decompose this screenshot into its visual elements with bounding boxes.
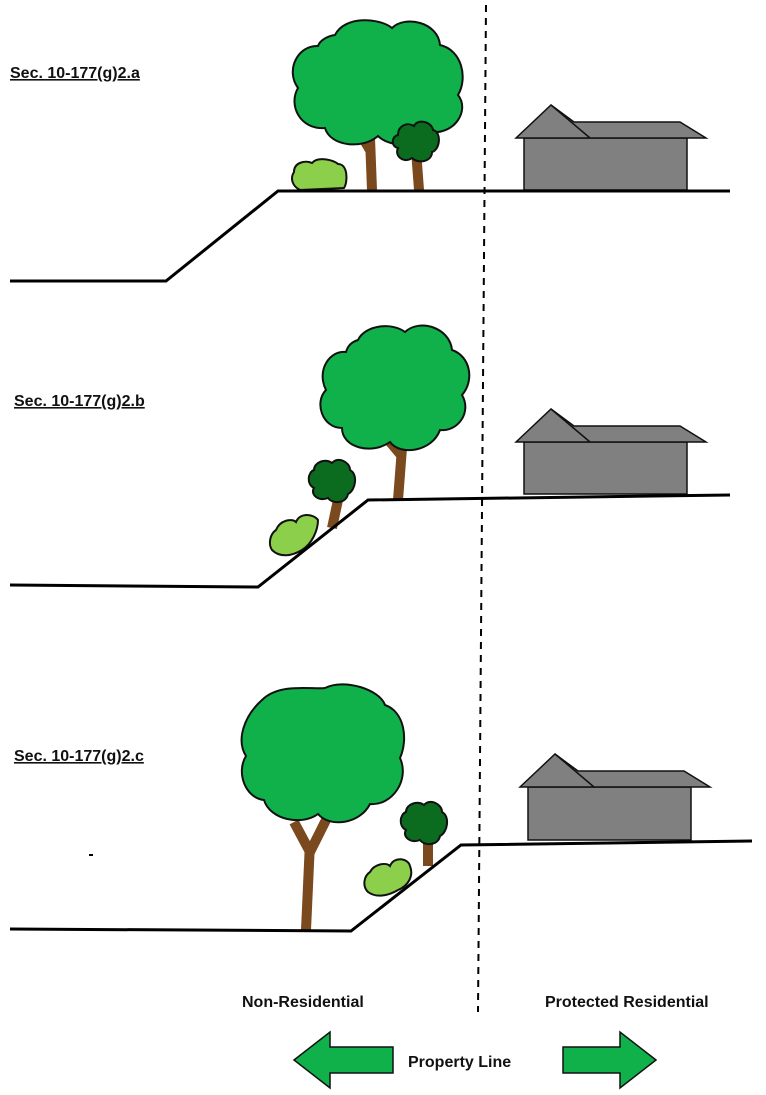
tree-icon bbox=[319, 324, 471, 501]
ground-line bbox=[10, 189, 730, 283]
house-body bbox=[527, 786, 692, 841]
tree-canopy bbox=[319, 324, 471, 451]
shrub-light bbox=[291, 158, 348, 192]
section-c-label: Sec. 10-177(g)2.c bbox=[14, 748, 144, 765]
section-a: Sec. 10-177(g)2.a bbox=[10, 19, 730, 283]
property-line bbox=[477, 4, 487, 1013]
shrub-icon bbox=[307, 459, 356, 530]
arrow-right-icon bbox=[562, 1030, 658, 1090]
shrub-icon bbox=[391, 120, 440, 191]
tree-canopy bbox=[240, 683, 406, 824]
shrub-dark bbox=[391, 120, 440, 163]
section-b-label: Sec. 10-177(g)2.b bbox=[14, 393, 145, 410]
house-body bbox=[523, 441, 688, 495]
shrub-light bbox=[268, 514, 320, 557]
house-icon bbox=[518, 753, 713, 841]
arrow-left-icon bbox=[292, 1030, 394, 1090]
section-c: Sec. 10-177(g)2.c bbox=[9, 683, 753, 933]
house-roof bbox=[514, 408, 709, 443]
house-body bbox=[523, 137, 688, 191]
house-roof bbox=[518, 753, 713, 788]
tree-icon bbox=[240, 683, 406, 931]
ground-line bbox=[9, 839, 753, 933]
non-residential-label: Non-Residential bbox=[242, 994, 364, 1011]
section-a-label: Sec. 10-177(g)2.a bbox=[10, 65, 140, 82]
tree-canopy bbox=[291, 19, 464, 146]
house-icon bbox=[514, 104, 709, 191]
shrub-dark bbox=[307, 459, 356, 504]
property-line-label: Property Line bbox=[408, 1054, 511, 1071]
protected-residential-label: Protected Residential bbox=[545, 994, 709, 1011]
house-roof bbox=[514, 104, 709, 139]
section-b: Sec. 10-177(g)2.b bbox=[9, 324, 731, 589]
shrub-dark bbox=[399, 801, 448, 846]
house-icon bbox=[514, 408, 709, 495]
shrub-icon bbox=[399, 801, 448, 866]
ground-line bbox=[9, 493, 731, 589]
shrub-light bbox=[363, 858, 413, 897]
